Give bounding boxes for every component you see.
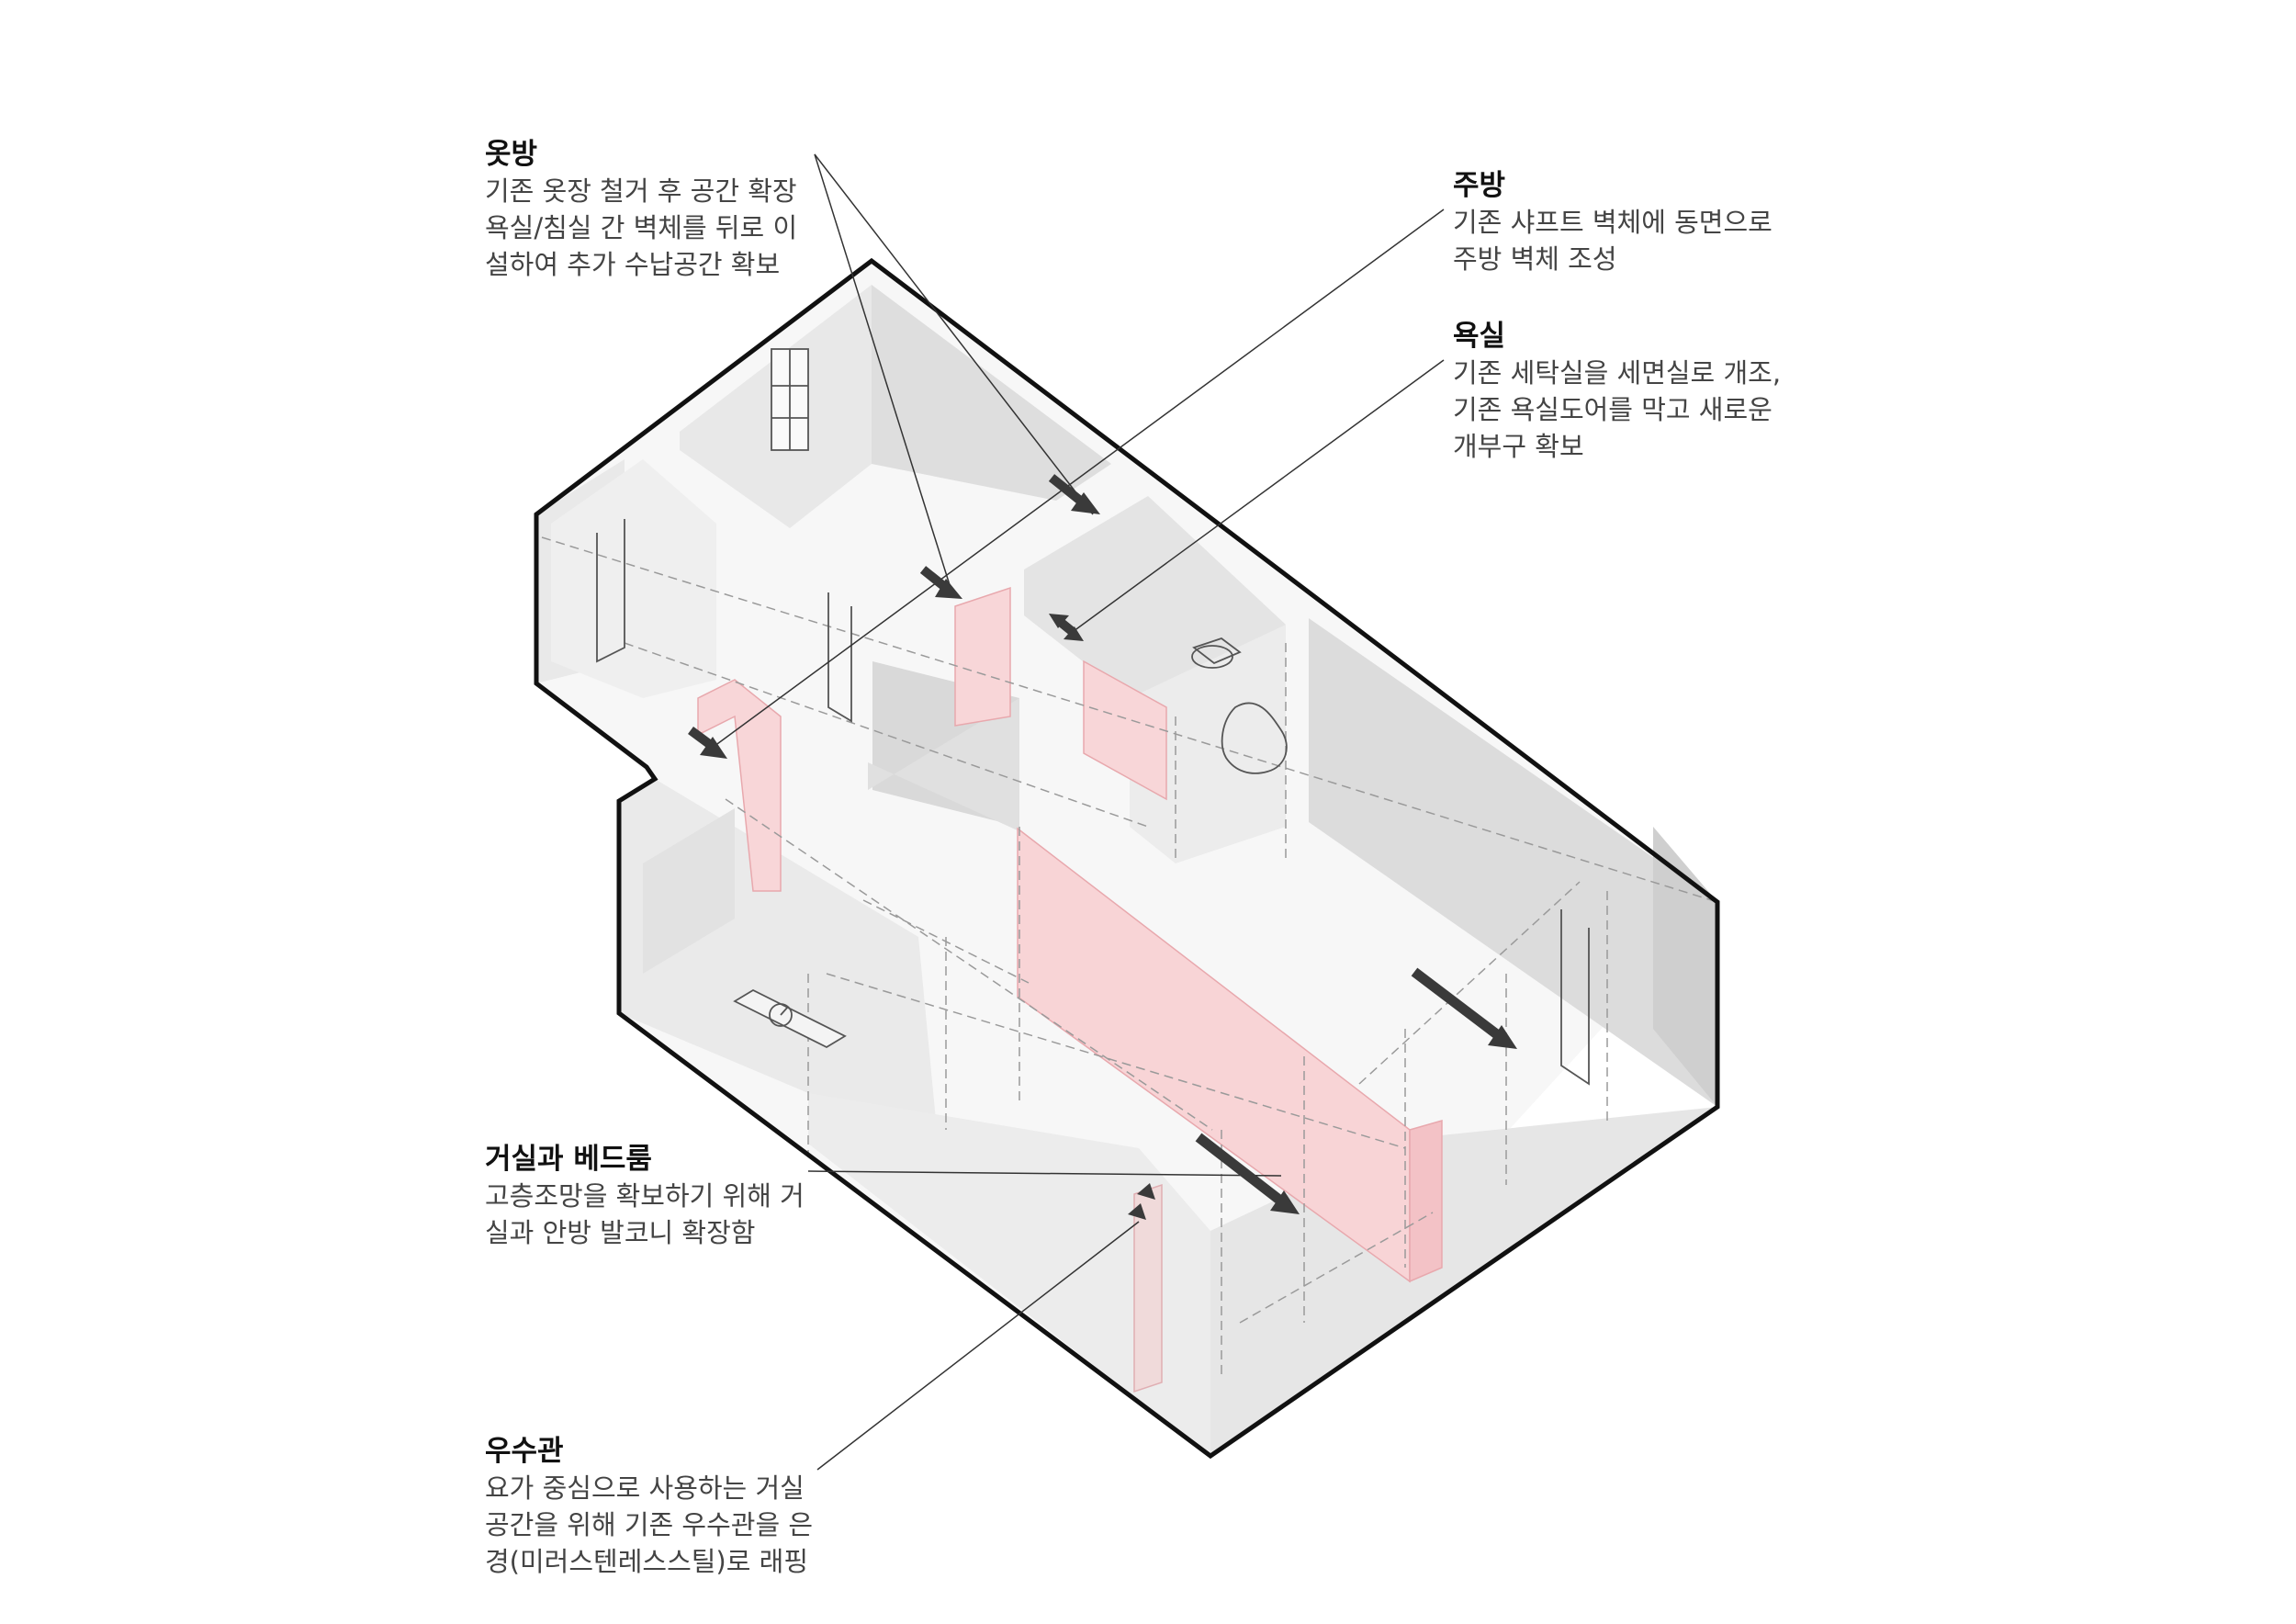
arrow-bedroom	[1411, 967, 1517, 1049]
arrows	[688, 474, 1517, 1220]
left-room-floor	[551, 459, 716, 698]
bathtub-outline	[1221, 702, 1288, 774]
closet-partition	[868, 698, 1019, 831]
annotation-kitchen-line: 기존 샤프트 벽체에 동면으로	[1453, 207, 1773, 238]
unit-outline	[534, 257, 1720, 1460]
annotation-closet-title: 옷방	[485, 138, 538, 171]
door-frames	[596, 519, 1590, 1086]
highlighted-new-walls	[697, 586, 1443, 1393]
arrow-living	[1195, 1133, 1300, 1214]
leader-kitchen	[706, 209, 1445, 752]
leader-lines	[706, 153, 1445, 1471]
annotation-kitchen-title: 주방	[1453, 169, 1506, 202]
pink-bath-panel	[1083, 660, 1167, 801]
annotation-closet: 옷방 기존 옷장 철거 후 공간 확장 욕실/침실 간 벽체를 뒤로 이 설하여…	[485, 136, 797, 283]
pink-gutter-pipe	[1133, 1183, 1163, 1393]
annotation-bathroom: 욕실 기존 세탁실을 세면실로 개조, 기존 욕실도어를 막고 새로운 개부구 …	[1453, 318, 1781, 465]
arrow-kitchen	[688, 726, 727, 759]
arrow-closet-2	[919, 566, 962, 599]
annotation-living-line: 실과 안방 발코니 확장함	[485, 1217, 756, 1248]
arrow-gutter-1	[1137, 1183, 1155, 1200]
annotation-gutter-line: 요가 중심으로 사용하는 거실	[485, 1472, 805, 1504]
annotation-bathroom-line: 개부구 확보	[1453, 431, 1584, 462]
annotation-closet-line: 기존 옷장 철거 후 공간 확장	[485, 175, 797, 207]
annotation-gutter: 우수관 요가 중심으로 사용하는 거실 공간을 위해 기존 우수관을 은 경(미…	[485, 1433, 813, 1580]
pink-kitchen-column	[697, 679, 782, 892]
leader-living	[807, 1170, 1282, 1177]
washbasin	[1191, 637, 1242, 669]
annotation-bathroom-line: 기존 욕실도어를 막고 새로운	[1453, 394, 1773, 425]
arrow-gutter-2	[1128, 1203, 1146, 1220]
annotation-kitchen: 주방 기존 샤프트 벽체에 동면으로 주방 벽체 조성	[1453, 167, 1773, 277]
annotation-bathroom-line: 기존 세탁실을 세면실로 개조,	[1453, 357, 1782, 389]
window-frame	[771, 348, 809, 451]
annotation-living: 거실과 베드룸 고층조망을 확보하기 위해 거 실과 안방 발코니 확장함	[485, 1141, 805, 1251]
kitchen-block	[643, 808, 735, 974]
leader-closet-b	[814, 153, 1094, 515]
annotation-gutter-line: 경(미러스텐레스스틸)로 래핑	[485, 1546, 809, 1577]
living-lower-wall	[808, 1093, 1210, 1456]
arrow-bathroom	[1049, 614, 1084, 641]
leader-closet-a	[814, 153, 951, 589]
closet-side-wall	[872, 285, 1111, 501]
hidden-lines	[541, 536, 1718, 1378]
annotation-living-line: 고층조망을 확보하기 위해 거	[485, 1180, 805, 1212]
arrow-closet-1	[1048, 474, 1100, 514]
fixtures	[596, 348, 1590, 1086]
leader-bathroom	[1069, 359, 1445, 635]
annotation-gutter-line: 공간을 위해 기존 우수관을 은	[485, 1509, 814, 1540]
annotation-bathroom-title: 욕실	[1453, 320, 1506, 353]
annotation-closet-line: 설하여 추가 수납공간 확보	[485, 249, 781, 280]
bedroom-back-wall	[1309, 618, 1717, 1107]
kitchen-sink	[733, 988, 847, 1049]
annotation-gutter-title: 우수관	[485, 1435, 564, 1468]
annotation-kitchen-line: 주방 벽체 조성	[1453, 243, 1617, 275]
annotation-living-title: 거실과 베드룸	[485, 1143, 652, 1176]
leader-gutter	[816, 1221, 1140, 1471]
annotation-closet-line: 욕실/침실 간 벽체를 뒤로 이	[485, 212, 798, 243]
pink-wall-return	[1409, 1120, 1443, 1283]
pink-closet-panel	[954, 586, 1011, 727]
